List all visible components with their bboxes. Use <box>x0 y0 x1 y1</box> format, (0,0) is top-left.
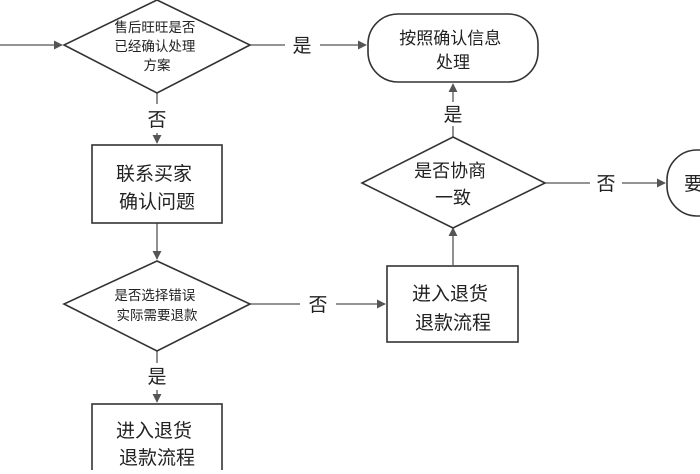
b1-text-line1: 联系买家 <box>116 163 192 185</box>
edge-label-d2-r2: 否 <box>596 173 615 195</box>
connectors <box>0 40 666 403</box>
b1-text-line2: 确认问题 <box>119 191 195 213</box>
nodes <box>62 0 700 474</box>
edge-label-d3-b2: 否 <box>308 294 327 316</box>
b3-text-line2: 退款流程 <box>119 447 195 469</box>
d1-text-line2: 已经确认处理 <box>114 39 195 55</box>
process-b1 <box>91 144 223 224</box>
edge-label-d2-r1: 是 <box>443 104 462 126</box>
process-b3 <box>91 403 223 474</box>
decision-d3 <box>62 260 252 352</box>
r2-text-line1: 要 <box>684 173 700 195</box>
decision-d1 <box>62 0 252 94</box>
d3-text: 是否选择错误 实际需要退款 <box>114 288 199 324</box>
b2-text-line2: 退款流程 <box>415 312 491 334</box>
b2-text-line1: 进入退货 <box>412 283 488 305</box>
d1-text-line3: 方案 <box>144 57 171 74</box>
r2-text: 要 <box>684 173 700 195</box>
b3-text: 进入退货 退款流程 <box>116 420 198 469</box>
b3-text-line1: 进入退货 <box>116 420 192 442</box>
b1-text: 联系买家 确认问题 <box>116 163 198 213</box>
r1-text-line1: 按照确认信息 <box>399 29 501 49</box>
terminal-r2 <box>666 149 700 217</box>
edge-labels: 是 否 是 否 否 是 <box>147 35 615 388</box>
edge-label-d1-r1: 是 <box>292 35 311 57</box>
d2-text: 是否协商 一致 <box>414 161 492 209</box>
terminal-r1 <box>367 13 539 83</box>
decision-d2 <box>360 136 547 229</box>
d2-text-line1: 是否协商 <box>414 161 486 182</box>
d3-text-line2: 实际需要退款 <box>117 308 198 324</box>
edge-label-d1-b1: 否 <box>147 109 166 131</box>
d1-text: 售后旺旺是否 已经确认处理 方案 <box>114 20 199 74</box>
edge-label-d3-b3: 是 <box>147 366 166 388</box>
b2-text: 进入退货 退款流程 <box>412 283 494 334</box>
d1-text-line1: 售后旺旺是否 <box>114 20 195 36</box>
r1-text: 按照确认信息 处理 <box>399 29 506 73</box>
d2-text-line2: 一致 <box>435 188 471 209</box>
node-texts: 售后旺旺是否 已经确认处理 方案 按照确认信息 处理 联系买家 确认问题 是否协… <box>114 20 700 469</box>
r1-text-line2: 处理 <box>436 53 470 73</box>
d3-text-line1: 是否选择错误 <box>114 288 195 304</box>
process-b2 <box>386 265 519 343</box>
